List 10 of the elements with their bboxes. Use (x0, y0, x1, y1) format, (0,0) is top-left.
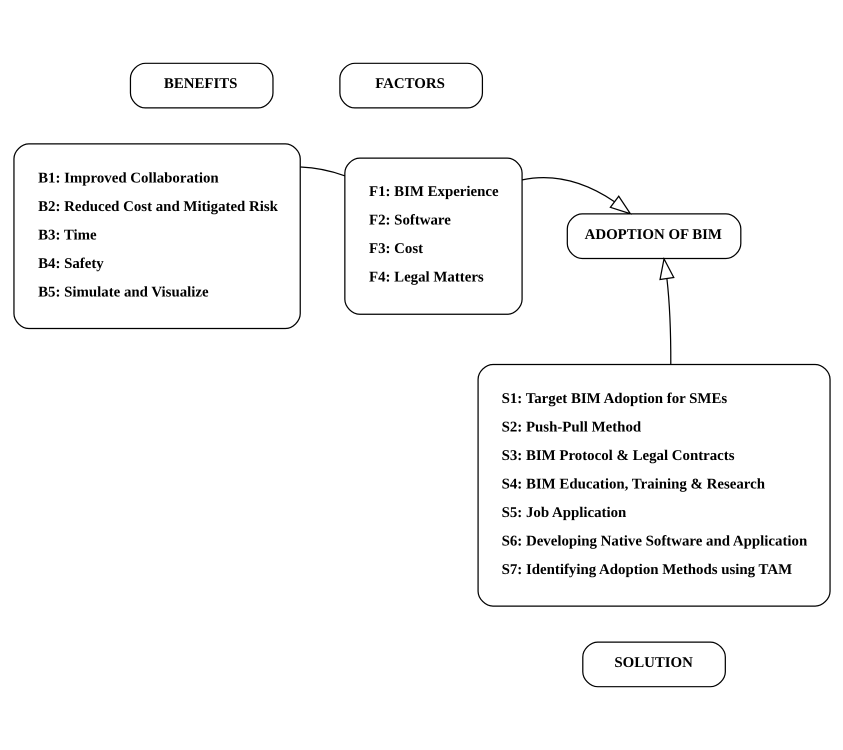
node-box: BENEFITS (129, 62, 274, 109)
node-box: F1: BIM Experience F2: Software F3: Cost F4: Legal Matters (344, 158, 522, 315)
arrow (522, 177, 632, 215)
node-box: SOLUTION (582, 641, 726, 688)
node-box: ADOPTION OF BIM (566, 213, 741, 260)
node-box: B1: Improved Collaboration B2: Reduced Cost and Mitigated Risk B3: Time B4: Safety B5: Simulate and Visualize (12, 143, 300, 330)
connector (300, 166, 344, 176)
node-box: S1: Target BIM Adoption for SMEs S2: Push-Pull Method S3: BIM Protocol & Legal Contracts S4: BIM Education, Training & Research S5: Job Application S6: Developing Native Software and Application S7: Identifying Adoption Methods using TAM (476, 364, 830, 607)
arrow (658, 257, 674, 364)
node-box: FACTORS (338, 62, 483, 109)
